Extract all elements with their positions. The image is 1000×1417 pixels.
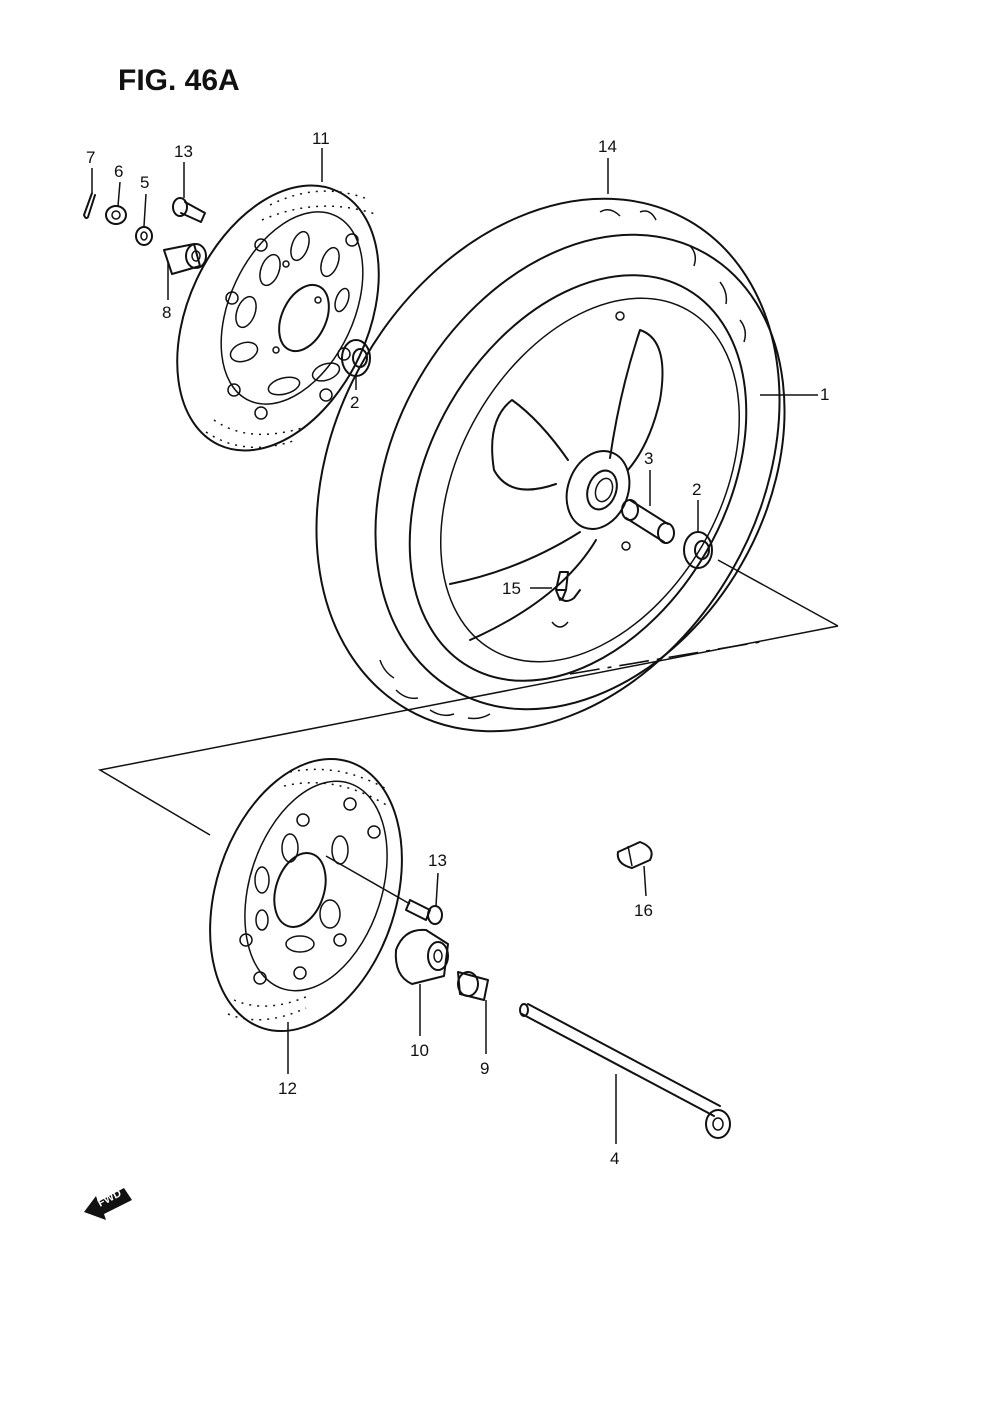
- leader-lines: [91, 148, 818, 1144]
- callout-1: 1: [820, 385, 829, 404]
- disc-bolt-lower: [325, 855, 443, 925]
- callout-9: 9: [480, 1059, 489, 1078]
- callout-13-upper: 13: [174, 142, 193, 161]
- figure-title: FIG. 46A: [118, 64, 240, 97]
- upper-brake-disc: [176, 184, 380, 452]
- front-axle: [519, 1003, 731, 1139]
- lower-brake-disc: [209, 757, 403, 1033]
- cast-wheel-rim: [408, 274, 748, 682]
- callout-11: 11: [312, 129, 330, 148]
- callout-6: 6: [114, 162, 123, 181]
- speedometer-gearbox: [394, 928, 449, 985]
- callout-5: 5: [140, 173, 149, 192]
- callout-3: 3: [644, 449, 653, 468]
- axle-collar-right: [457, 971, 489, 1001]
- cable-clip: [616, 841, 653, 869]
- tire: [315, 197, 786, 733]
- callout-8: 8: [162, 303, 171, 322]
- callout-14: 14: [598, 137, 617, 156]
- callout-7: 7: [86, 148, 95, 167]
- cotter-pin: [83, 192, 96, 220]
- axle-spacer: [621, 499, 675, 544]
- washer: [135, 226, 153, 246]
- forward-direction-arrow: FWD: [84, 1187, 132, 1220]
- callout-12: 12: [278, 1079, 297, 1098]
- axle-collar-left: [163, 243, 207, 275]
- callout-labels: 7 6 5 13 8 11 2 14 1 3 2 15 13 16 10 9 1…: [86, 129, 829, 1168]
- callout-16: 16: [634, 901, 653, 920]
- castle-nut: [105, 205, 127, 225]
- callout-4: 4: [610, 1149, 619, 1168]
- callout-2-right: 2: [692, 480, 701, 499]
- assembly-axis-lines: [97, 559, 839, 836]
- disc-bolt-upper: [172, 197, 206, 223]
- callout-10: 10: [410, 1041, 429, 1060]
- tire-valve: [555, 571, 581, 602]
- callout-15: 15: [502, 579, 521, 598]
- callout-2-left: 2: [350, 393, 359, 412]
- callout-13-lower: 13: [428, 851, 447, 870]
